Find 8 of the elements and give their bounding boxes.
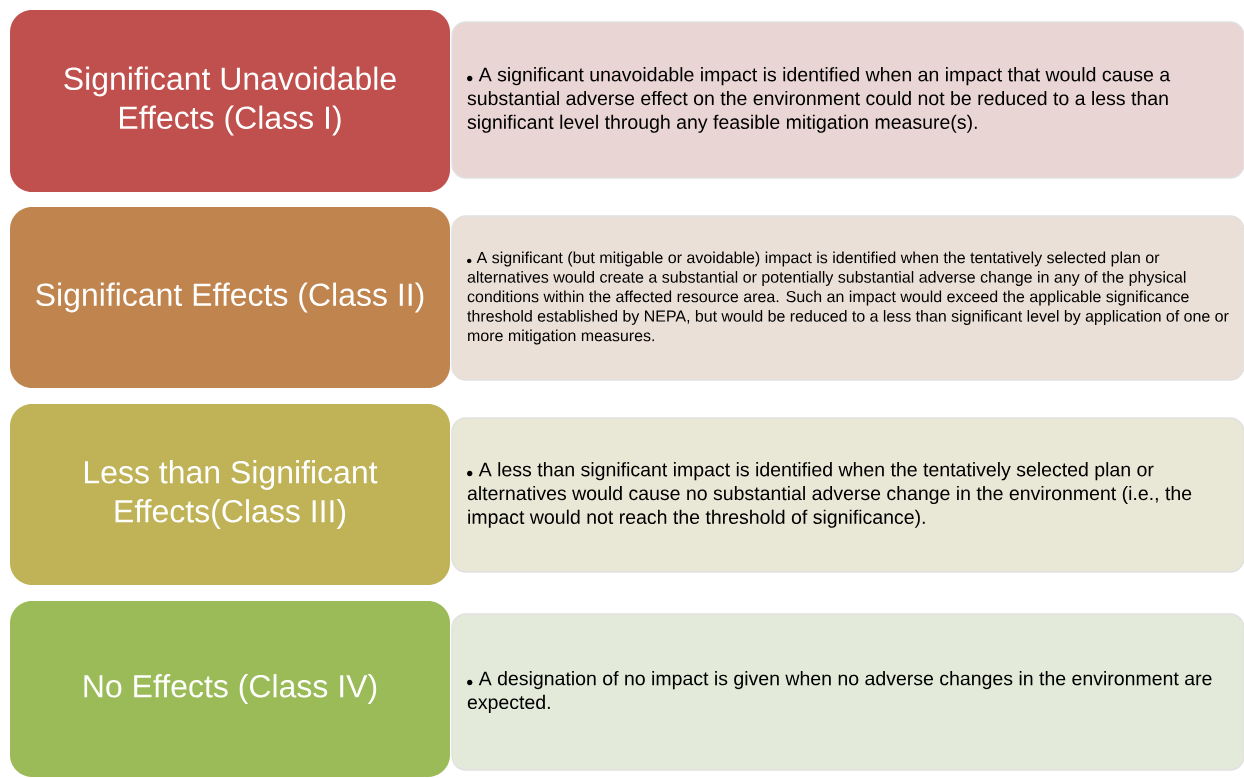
category-box: Significant Unavoidable Effects (Class I): [10, 10, 450, 192]
description-box: A designation of no impact is given when no adverse changes in the environment are expected.: [451, 613, 1244, 771]
description-box: A significant unavoidable impact is identified when an impact that would cause a substantial adverse effect on the environment could not be reduced to a less than significant level through any feasible mitigation measure(s).: [451, 21, 1244, 179]
category-box: Significant Effects (Class II): [10, 207, 450, 388]
category-box: Less than Significant Effects(Class III): [10, 404, 450, 585]
description-box: A less than significant impact is identified when the tentatively selected plan or alternatives would cause no substantial adverse change in the environment (i.e., the impact would not reach the threshold of significance).: [451, 417, 1244, 573]
description-box: A significant (but mitigable or avoidable) impact is identified when the tentatively selected plan or alternatives would create a substantial or potentially substantial adverse change in any of the physical conditions within the affected resource area. Such an impact would exceed the applicable significance threshold established by NEPA, but would be reduced to a less than significant level by application of one or more mitigation measures.: [451, 215, 1244, 381]
category-box: No Effects (Class IV): [10, 601, 450, 777]
